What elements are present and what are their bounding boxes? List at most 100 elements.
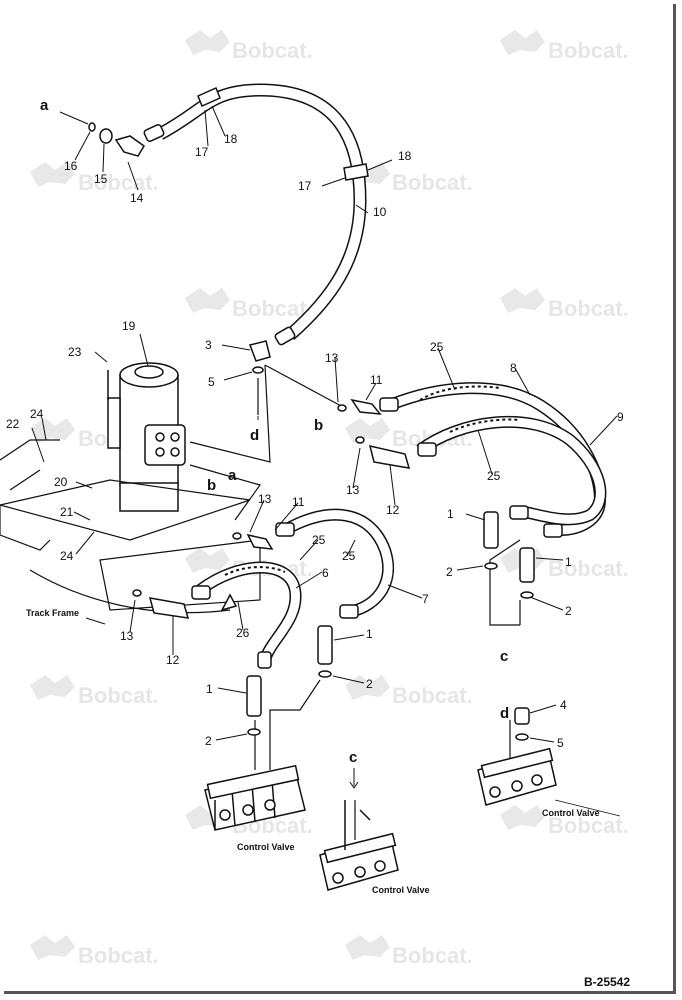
letter-a-swivel: a bbox=[228, 467, 237, 484]
page-frame bbox=[4, 4, 676, 994]
svg-text:Bobcat.: Bobcat. bbox=[78, 170, 159, 195]
svg-text:Bobcat.: Bobcat. bbox=[392, 170, 473, 195]
text-labels: Track Frame Control Valve Control Valve … bbox=[26, 608, 630, 989]
part-21: 21 bbox=[60, 505, 74, 519]
svg-text:Bobcat.: Bobcat. bbox=[392, 943, 473, 968]
part-12-lower: 12 bbox=[166, 653, 180, 667]
control-valve-label-right: Control Valve bbox=[542, 808, 600, 818]
fitting-14 bbox=[88, 122, 145, 157]
svg-text:Bobcat.: Bobcat. bbox=[548, 813, 629, 838]
part-1-right-b: 1 bbox=[565, 555, 572, 569]
part-1-right-a: 1 bbox=[447, 507, 454, 521]
part-2-right-b: 2 bbox=[565, 604, 572, 618]
part-24-bottom: 24 bbox=[60, 549, 74, 563]
watermark: Bobcat. bbox=[500, 288, 629, 321]
part-13-lower: 13 bbox=[258, 492, 272, 506]
part-20: 20 bbox=[54, 475, 68, 489]
part-9: 9 bbox=[617, 410, 624, 424]
watermark: Bobcat. bbox=[30, 675, 159, 708]
part-25-mid: 25 bbox=[312, 533, 326, 547]
callout-letters: a a b b d c c d bbox=[40, 97, 509, 789]
letter-c-valve: c bbox=[349, 749, 357, 766]
watermark: Bobcat. bbox=[500, 30, 629, 63]
letter-d-valve: d bbox=[500, 705, 509, 722]
fitting-4 bbox=[514, 707, 530, 741]
part-19: 19 bbox=[122, 319, 136, 333]
part-11-upper: 11 bbox=[370, 373, 383, 387]
part-24-top: 24 bbox=[30, 407, 44, 421]
part-numbers: 16 15 14 17 18 18 17 10 3 5 19 23 22 24 … bbox=[6, 132, 624, 750]
part-18-top: 18 bbox=[224, 132, 238, 146]
hose-9 bbox=[416, 415, 607, 526]
part-13-left: 13 bbox=[120, 629, 134, 643]
part-15: 15 bbox=[94, 172, 108, 186]
part-22: 22 bbox=[6, 417, 20, 431]
part-2-center: 2 bbox=[366, 677, 373, 691]
letter-d-middle: d bbox=[250, 427, 259, 444]
svg-text:Bobcat.: Bobcat. bbox=[232, 296, 313, 321]
control-valve-label-left: Control Valve bbox=[237, 842, 295, 852]
part-8: 8 bbox=[510, 361, 517, 375]
part-13-upper: 13 bbox=[325, 351, 339, 365]
fitting-1-right-a bbox=[483, 511, 499, 570]
control-valve-center bbox=[319, 800, 399, 891]
svg-text:Bobcat.: Bobcat. bbox=[232, 38, 313, 63]
part-4: 4 bbox=[560, 698, 567, 712]
watermark: Bobcat. bbox=[500, 805, 629, 838]
control-valve-label-center: Control Valve bbox=[372, 885, 430, 895]
part-23: 23 bbox=[68, 345, 82, 359]
track-frame-label: Track Frame bbox=[26, 608, 79, 618]
part-3: 3 bbox=[205, 338, 212, 352]
fitting-12-upper bbox=[355, 436, 411, 469]
fitting-12-lower bbox=[132, 589, 190, 619]
svg-text:Bobcat.: Bobcat. bbox=[548, 38, 629, 63]
fitting-11-upper bbox=[337, 398, 382, 415]
fitting-1-right-b bbox=[519, 547, 535, 599]
letter-b-right: b bbox=[314, 417, 323, 434]
part-10: 10 bbox=[373, 205, 387, 219]
part-17-top: 17 bbox=[195, 145, 209, 159]
letter-c-right: c bbox=[500, 648, 508, 665]
control-valve-left bbox=[204, 764, 306, 831]
part-17-mid: 17 bbox=[298, 179, 312, 193]
part-13-mid: 13 bbox=[346, 483, 360, 497]
hose-10 bbox=[143, 83, 369, 346]
part-25-mid-b: 25 bbox=[342, 549, 356, 563]
fitting-3 bbox=[249, 340, 271, 374]
fitting-11-lower bbox=[232, 532, 274, 550]
watermark: Bobcat. bbox=[345, 935, 473, 968]
part-26: 26 bbox=[236, 626, 250, 640]
swivel-joint-19 bbox=[107, 362, 186, 512]
fitting-1-center bbox=[317, 625, 333, 678]
svg-text:Bobcat.: Bobcat. bbox=[392, 683, 473, 708]
part-1-center: 1 bbox=[366, 627, 373, 641]
part-7: 7 bbox=[422, 592, 429, 606]
svg-text:Bobcat.: Bobcat. bbox=[78, 683, 159, 708]
part-12-upper: 12 bbox=[386, 503, 400, 517]
control-valve-right bbox=[477, 747, 557, 806]
fitting-1-left bbox=[246, 675, 262, 736]
part-25-right: 25 bbox=[487, 469, 501, 483]
letter-b-swivel: b bbox=[207, 477, 216, 494]
reference-number: B-25542 bbox=[584, 975, 630, 989]
leader-lines bbox=[31, 105, 621, 817]
hose-7 bbox=[275, 508, 395, 619]
watermark: Bobcat. bbox=[185, 288, 313, 321]
part-16: 16 bbox=[64, 159, 78, 173]
svg-text:Bobcat.: Bobcat. bbox=[548, 296, 629, 321]
part-25-top: 25 bbox=[430, 340, 444, 354]
part-14: 14 bbox=[130, 191, 144, 205]
hose-6 bbox=[191, 561, 302, 669]
part-11-lower: 11 bbox=[292, 495, 305, 509]
watermark: Bobcat. bbox=[185, 30, 313, 63]
part-1-left: 1 bbox=[206, 682, 213, 696]
part-6: 6 bbox=[322, 566, 329, 580]
watermark: Bobcat. bbox=[30, 935, 159, 968]
letter-a-top: a bbox=[40, 97, 49, 114]
part-5-top: 5 bbox=[208, 375, 215, 389]
svg-text:Bobcat.: Bobcat. bbox=[78, 943, 159, 968]
part-5-lower: 5 bbox=[557, 736, 564, 750]
watermark: Bobcat. bbox=[345, 675, 473, 708]
